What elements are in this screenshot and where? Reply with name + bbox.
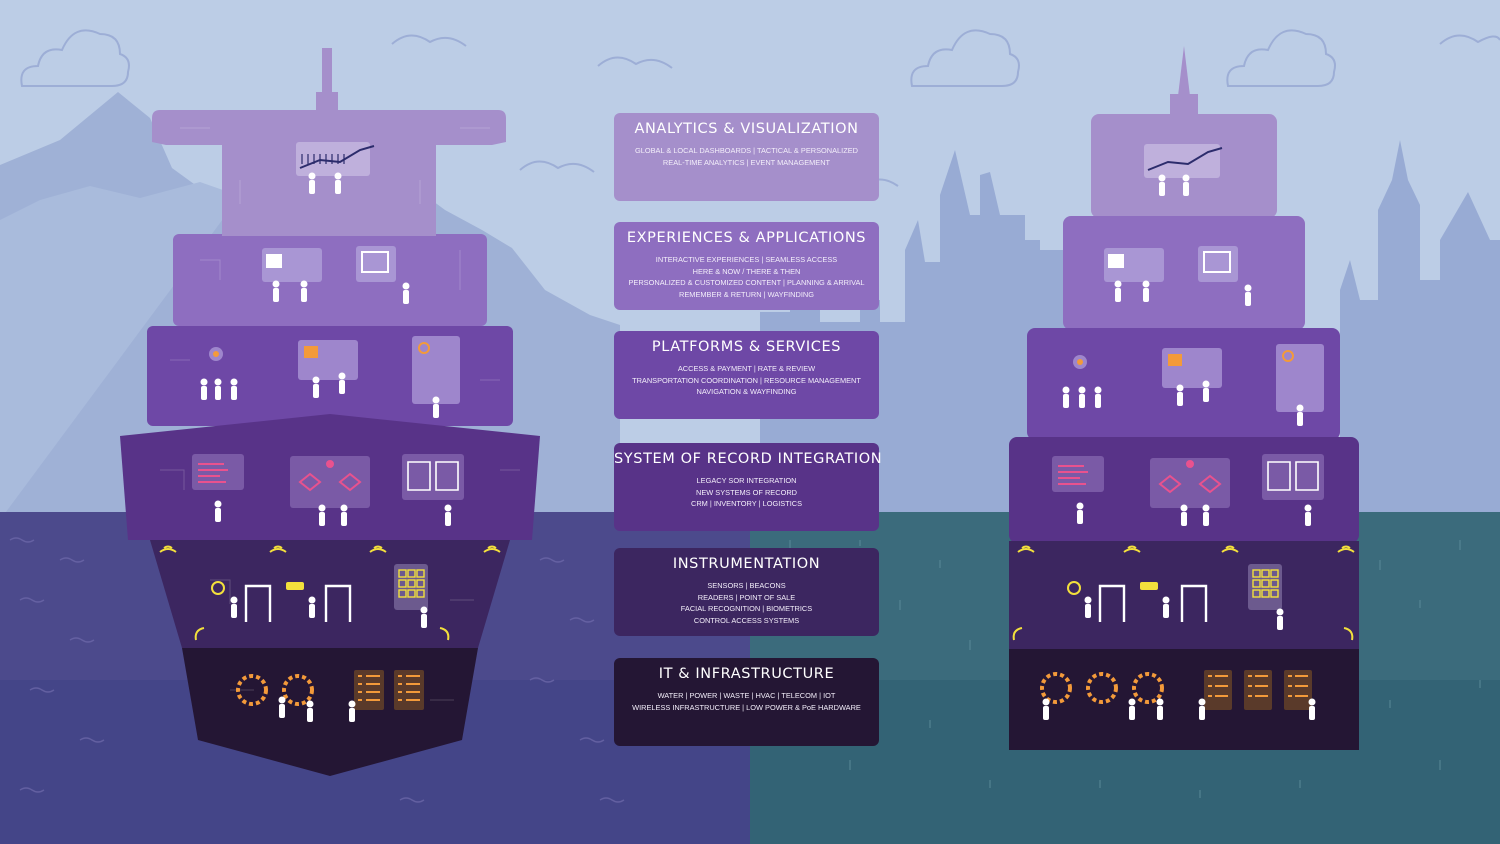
layer-line: SENSORS | BEACONS — [707, 581, 786, 590]
layer-line: WIRELESS INFRASTRUCTURE | LOW POWER & Po… — [632, 702, 861, 712]
layer-line: CONTROL ACCESS SYSTEMS — [693, 615, 800, 625]
layer-line: GLOBAL & LOCAL DASHBOARDS | TACTICAL & P… — [634, 146, 859, 155]
layer-card-analytics: ANALYTICS & VISUALIZATION GLOBAL & LOCAL… — [614, 113, 879, 201]
layer-line: LEGACY SOR INTEGRATION — [696, 476, 797, 485]
city-skyline — [760, 140, 1500, 520]
person-icon — [1042, 174, 1316, 720]
layer-card-it-infrastructure: IT & INFRASTRUCTURE WATER | POWER | WAST… — [614, 658, 879, 746]
layer-line: NEW SYSTEMS OF RECORD — [695, 487, 797, 497]
layer-line: HERE & NOW / THERE & THEN — [692, 266, 801, 276]
layer-title: IT & INFRASTRUCTURE — [658, 666, 835, 682]
layer-card-system-of-record: SYSTEM OF RECORD INTEGRATION LEGACY SOR … — [614, 443, 883, 531]
layer-lines: LEGACY SOR INTEGRATION NEW SYSTEMS OF RE… — [614, 475, 879, 510]
layer-lines: WATER | POWER | WASTE | HVAC | TELECOM |… — [614, 690, 879, 713]
waves — [9, 537, 625, 803]
layer-line: NAVIGATION & WAYFINDING — [696, 387, 797, 397]
layer-line: TRANSPORTATION COORDINATION | RESOURCE M… — [632, 375, 861, 385]
layer-line: WATER | POWER | WASTE | HVAC | TELECOM |… — [657, 691, 836, 700]
ship-illustration — [120, 48, 540, 776]
layer-lines: GLOBAL & LOCAL DASHBOARDS | TACTICAL & P… — [614, 145, 879, 168]
layer-line: REAL-TIME ANALYTICS | EVENT MANAGEMENT — [662, 157, 831, 167]
building-illustration — [1009, 46, 1359, 750]
layer-line: FACIAL RECOGNITION | BIOMETRICS — [680, 604, 813, 614]
layer-lines: ACCESS & PAYMENT | RATE & REVIEW TRANSPO… — [614, 363, 879, 398]
layer-lines: SENSORS | BEACONS READERS | POINT OF SAL… — [614, 580, 879, 626]
ship-layer-5 — [150, 540, 510, 648]
layer-line: READERS | POINT OF SALE — [697, 592, 796, 602]
layer-card-experiences: EXPERIENCES & APPLICATIONS INTERACTIVE E… — [614, 222, 879, 310]
person-icon — [200, 172, 452, 722]
layer-title: EXPERIENCES & APPLICATIONS — [626, 230, 867, 246]
layer-card-instrumentation: INSTRUMENTATION SENSORS | BEACONS READER… — [614, 548, 879, 636]
layer-line: ACCESS & PAYMENT | RATE & REVIEW — [677, 364, 816, 373]
layer-title: INSTRUMENTATION — [672, 556, 821, 572]
layer-title: ANALYTICS & VISUALIZATION — [634, 121, 859, 137]
layer-card-platforms: PLATFORMS & SERVICES ACCESS & PAYMENT | … — [614, 331, 879, 419]
layer-line: REMEMBER & RETURN | WAYFINDING — [679, 289, 814, 299]
layer-title: SYSTEM OF RECORD INTEGRATION — [614, 451, 883, 467]
layer-lines: INTERACTIVE EXPERIENCES | SEAMLESS ACCES… — [614, 254, 879, 300]
building-layer-2 — [1063, 216, 1305, 330]
layer-title: PLATFORMS & SERVICES — [651, 339, 842, 355]
layer-line: CRM | INVENTORY | LOGISTICS — [690, 499, 803, 509]
layer-line: INTERACTIVE EXPERIENCES | SEAMLESS ACCES… — [655, 255, 838, 264]
building-layer-5 — [1009, 541, 1359, 651]
layer-line: PERSONALIZED & CUSTOMIZED CONTENT | PLAN… — [628, 278, 865, 288]
